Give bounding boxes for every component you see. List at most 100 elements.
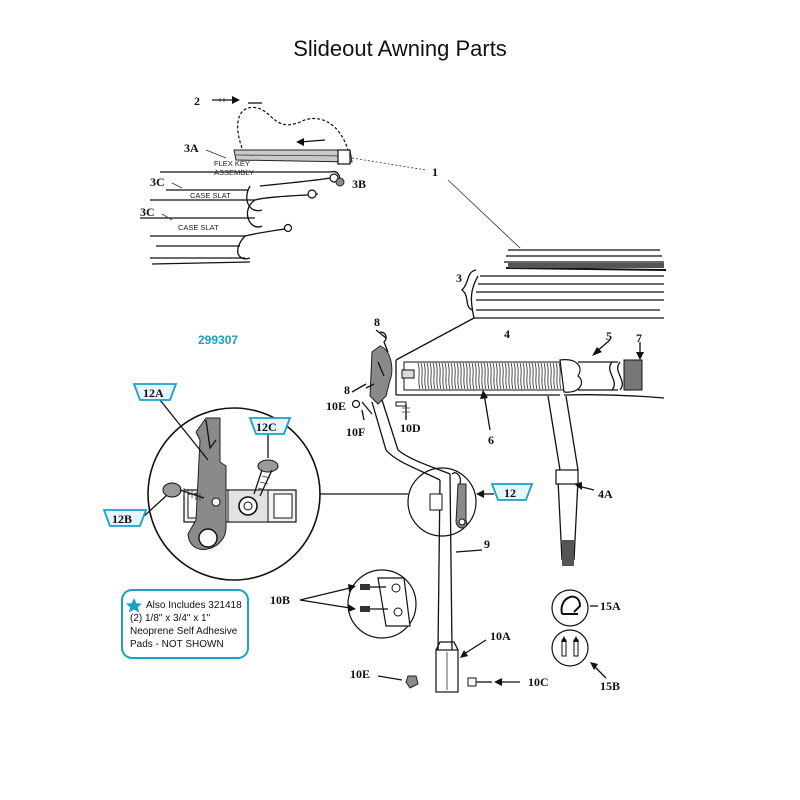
spring-coil xyxy=(537,362,541,390)
label-12a: 12A xyxy=(143,386,164,400)
spring-coil xyxy=(552,362,556,390)
flex-key-text-line1: FLEX KEY xyxy=(214,159,250,168)
label-12b: 12B xyxy=(112,512,132,526)
spring-coil xyxy=(549,362,553,390)
spring-coil xyxy=(498,362,502,390)
label-5: 5 xyxy=(606,329,612,343)
case-slat-text-top: CASE SLAT xyxy=(190,191,231,200)
spring-coil xyxy=(510,362,514,390)
label-4a: 4A xyxy=(598,487,613,501)
spring-coil xyxy=(507,362,511,390)
spring-coil xyxy=(429,362,433,390)
spring-coil xyxy=(504,362,508,390)
label-3c-top: 3C xyxy=(150,175,165,189)
spring-coil xyxy=(426,362,430,390)
spring-coil xyxy=(435,362,439,390)
spring-coil xyxy=(540,362,544,390)
spring-coil xyxy=(474,362,478,390)
spring-coil xyxy=(501,362,505,390)
spring-coil xyxy=(456,362,460,390)
case-slat-text-bottom: CASE SLAT xyxy=(178,223,219,232)
spring-coil xyxy=(420,362,424,390)
label-2: 2 xyxy=(194,94,200,108)
spring-coil xyxy=(447,362,451,390)
spring-coil xyxy=(513,362,517,390)
page-title: Slideout Awning Parts xyxy=(293,36,507,61)
label-10e-bottom: 10E xyxy=(350,667,370,681)
hook-parts xyxy=(551,589,607,679)
spring-coil xyxy=(558,362,562,390)
label-3a: 3A xyxy=(184,141,199,155)
spring-coil xyxy=(459,362,463,390)
spring-coil xyxy=(432,362,436,390)
label-8-top: 8 xyxy=(374,315,380,329)
spring-coil xyxy=(423,362,427,390)
callout-12a: 12A xyxy=(132,383,178,401)
label-9: 9 xyxy=(484,537,490,551)
label-3c-bottom: 3C xyxy=(140,205,155,219)
spring-coil xyxy=(546,362,550,390)
spring-coil xyxy=(525,362,529,390)
note-line3: Neoprene Self Adhesive xyxy=(130,626,238,637)
spring-coil xyxy=(492,362,496,390)
label-15b: 15B xyxy=(600,679,620,693)
detail-12-magnified xyxy=(141,399,321,581)
spring-coil xyxy=(471,362,475,390)
spring-coil xyxy=(477,362,481,390)
label-10f: 10F xyxy=(346,425,365,439)
label-8-mid: 8 xyxy=(344,383,350,397)
label-10c: 10C xyxy=(528,675,549,689)
spring-coil xyxy=(441,362,445,390)
note-line1: Also Includes 321418 xyxy=(146,600,242,611)
label-10e-top: 10E xyxy=(326,399,346,413)
spring-coil xyxy=(531,362,535,390)
spring-coil xyxy=(465,362,469,390)
spring-coil xyxy=(450,362,454,390)
spring-coil xyxy=(534,362,538,390)
note-line4: Pads - NOT SHOWN xyxy=(130,639,224,650)
awning-case-illustration xyxy=(395,249,667,566)
label-3b: 3B xyxy=(352,177,366,191)
flex-key-text-line2: ASSEMBLY xyxy=(214,168,254,177)
spring-coil xyxy=(495,362,499,390)
label-12: 12 xyxy=(504,486,516,500)
spring-coil xyxy=(444,362,448,390)
label-3: 3 xyxy=(456,271,462,285)
note-line2: (2) 1/8" x 3/4" x 1" xyxy=(130,613,211,624)
label-10b: 10B xyxy=(270,593,290,607)
note-box: Also Includes 321418 (2) 1/8" x 3/4" x 1… xyxy=(121,589,249,659)
label-10a: 10A xyxy=(490,629,511,643)
spring-coil xyxy=(417,362,421,390)
label-10d: 10D xyxy=(400,421,421,435)
spring-coil xyxy=(483,362,487,390)
spring-coil xyxy=(516,362,520,390)
star-icon xyxy=(126,598,142,613)
spring-coil xyxy=(486,362,490,390)
spring-coil xyxy=(528,362,532,390)
callout-12c: 12C xyxy=(248,417,292,435)
spring-coil xyxy=(543,362,547,390)
label-6: 6 xyxy=(488,433,494,447)
label-4: 4 xyxy=(504,327,510,341)
callout-12: 12 xyxy=(490,483,534,501)
flex-key-assembly-illustration xyxy=(140,96,521,265)
label-7: 7 xyxy=(636,331,642,345)
label-15a: 15A xyxy=(600,599,621,613)
detail-10b xyxy=(299,569,417,639)
part-number: 299307 xyxy=(198,333,238,347)
spring-coil xyxy=(519,362,523,390)
callout-12b: 12B xyxy=(102,509,148,527)
label-12c: 12C xyxy=(256,420,277,434)
spring-coil xyxy=(480,362,484,390)
label-1: 1 xyxy=(432,165,438,179)
spring-coil xyxy=(522,362,526,390)
spring-coil xyxy=(468,362,472,390)
bracket-and-pole-illustration xyxy=(320,329,520,693)
spring-coil xyxy=(462,362,466,390)
spring-coil xyxy=(453,362,457,390)
spring-coil xyxy=(489,362,493,390)
spring-coil xyxy=(555,362,559,390)
spring-coil xyxy=(438,362,442,390)
